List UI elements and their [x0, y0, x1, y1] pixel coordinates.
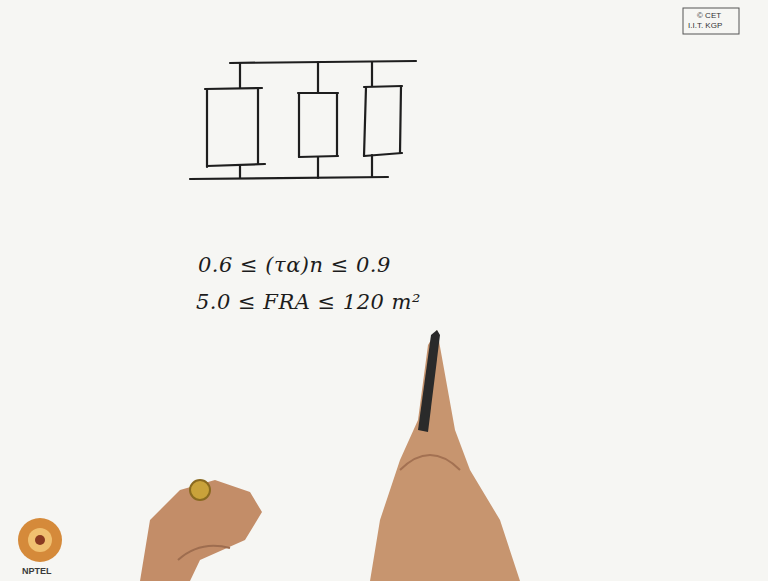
stamp-text: I.I.T. KGP: [688, 21, 722, 30]
stamp-box: [683, 8, 739, 34]
parallel-collectors: [190, 61, 416, 179]
logo-text: NPTEL: [22, 566, 52, 576]
efficiency-range: 0.6 ≤ (τα)n ≤ 0.9: [198, 253, 391, 277]
area-range: 5.0 ≤ FRA ≤ 120 m²: [196, 290, 421, 314]
right-hand-with-pen: [370, 330, 520, 581]
stamp-text: © CET: [697, 11, 721, 20]
nptel-logo: [18, 518, 62, 562]
left-hand: [140, 480, 262, 581]
